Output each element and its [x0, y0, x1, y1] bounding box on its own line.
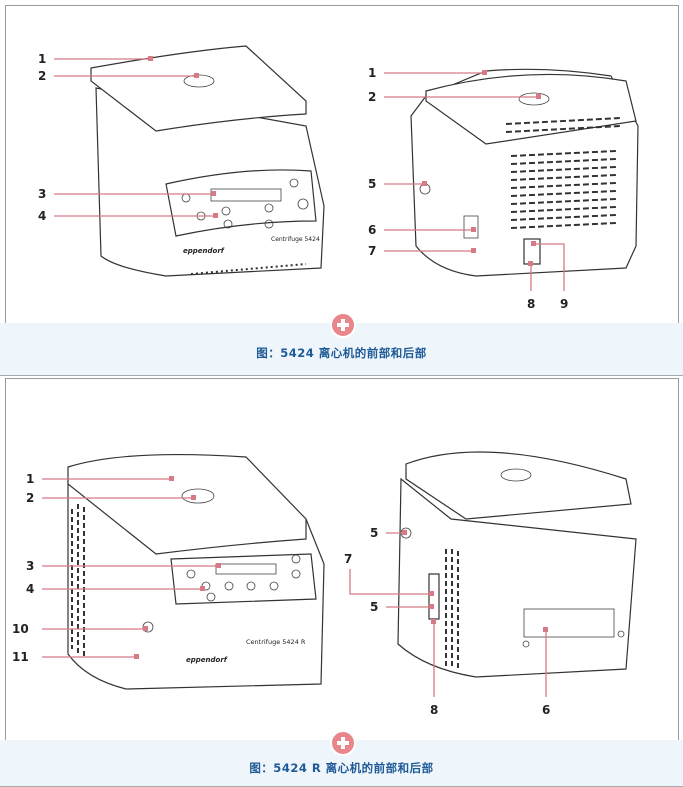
callout-4: 4	[26, 582, 34, 596]
centrifuge-5424r-front: eppendorf Centrifuge 5424 R	[67, 453, 325, 690]
callouts-front: 1 2 3 4	[38, 52, 218, 223]
callout-7: 7	[368, 244, 376, 258]
plus-circle-icon[interactable]	[330, 312, 356, 338]
callout-5-lower: 5	[370, 600, 378, 614]
callout-11: 11	[12, 650, 29, 664]
callout-7: 7	[344, 552, 352, 566]
callout-8: 8	[430, 703, 438, 717]
callout-5: 5	[370, 526, 378, 540]
centrifuge-5424-front: eppendorf Centrifuge 5424	[90, 45, 325, 277]
figure-caption: 图：5424 离心机的前部和后部	[256, 346, 427, 360]
callout-5: 5	[368, 177, 376, 191]
centrifuge-5424r-back	[397, 451, 637, 678]
brand-logo: eppendorf	[183, 247, 225, 255]
centrifuge-5424r-diagram: eppendorf Centrifuge 5424 R 1 2 3 4 10 1…	[12, 451, 637, 717]
callouts-back: 1 2 5 6 7 8 9	[368, 66, 568, 311]
callout-6: 6	[542, 703, 550, 717]
centrifuge-5424-back	[410, 68, 639, 277]
callout-1: 1	[38, 52, 46, 66]
callout-2: 2	[38, 69, 46, 83]
callout-10: 10	[12, 622, 29, 636]
callout-2: 2	[26, 491, 34, 505]
callout-3: 3	[26, 559, 34, 573]
callout-9: 9	[560, 297, 568, 311]
brand-logo: eppendorf	[186, 656, 228, 664]
callouts-back: 5 7 5 8 6	[344, 526, 550, 717]
figure-caption: 图：5424 R 离心机的前部和后部	[249, 761, 434, 775]
callout-1: 1	[26, 472, 34, 486]
centrifuge-5424-diagram: eppendorf Centrifuge 5424 1 2 3 4 1 2	[38, 45, 639, 311]
callout-4: 4	[38, 209, 46, 223]
plus-circle-icon[interactable]	[330, 730, 356, 756]
callout-8: 8	[527, 297, 535, 311]
callout-2: 2	[368, 90, 376, 104]
model-label: Centrifuge 5424	[271, 236, 320, 243]
figure-5424-panel: eppendorf Centrifuge 5424 1 2 3 4 1 2	[5, 5, 679, 324]
callout-6: 6	[368, 223, 376, 237]
model-label: Centrifuge 5424 R	[246, 638, 306, 646]
figure-5424r-panel: eppendorf Centrifuge 5424 R 1 2 3 4 10 1…	[5, 378, 679, 741]
callout-3: 3	[38, 187, 46, 201]
callouts-front: 1 2 3 4 10 11	[12, 472, 221, 664]
callout-1: 1	[368, 66, 376, 80]
